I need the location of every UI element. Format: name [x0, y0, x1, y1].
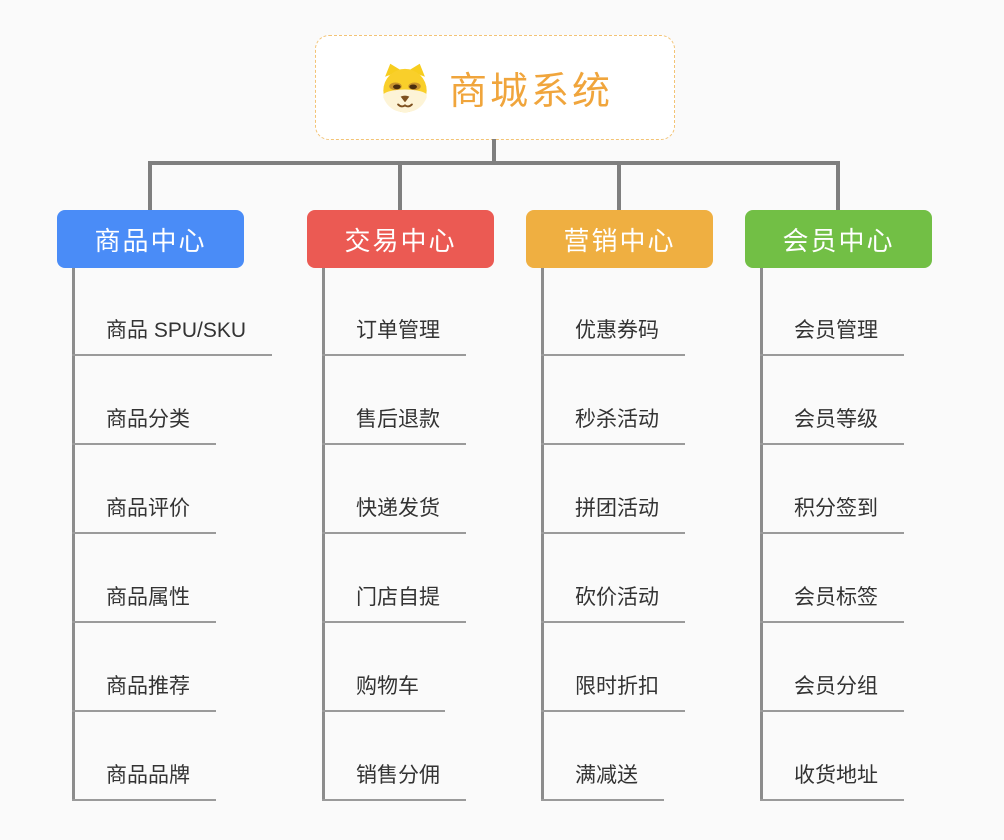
subtopic-node[interactable]: 售后退款: [322, 406, 466, 445]
branch-topic-node[interactable]: 会员中心: [745, 210, 932, 268]
root-connector-line: [492, 139, 496, 163]
dog-face-icon: [383, 63, 427, 112]
subtopic-node[interactable]: 积分签到: [760, 495, 904, 534]
subtopic-node[interactable]: 商品评价: [72, 495, 216, 534]
subtopic-node[interactable]: 商品推荐: [72, 673, 216, 712]
subtopic-node[interactable]: 收货地址: [760, 762, 904, 801]
branch-topic-node[interactable]: 商品中心: [57, 210, 244, 268]
subtopic-node[interactable]: 砍价活动: [541, 584, 685, 623]
subtopic-node[interactable]: 会员管理: [760, 317, 904, 356]
root-topic-title: 商城系统: [448, 71, 613, 113]
subtopic-node[interactable]: 订单管理: [322, 317, 466, 356]
branch-topic-node[interactable]: 营销中心: [526, 210, 713, 268]
subtopic-node[interactable]: 商品 SPU/SKU: [72, 317, 273, 356]
subtopic-node[interactable]: 商品分类: [72, 406, 216, 445]
branch-spine-line: [72, 268, 75, 800]
branch-spine-line: [541, 268, 544, 800]
branch-drop-line: [398, 161, 402, 211]
subtopic-node[interactable]: 会员等级: [760, 406, 904, 445]
root-topic-node[interactable]: 商城系统: [315, 35, 675, 140]
subtopic-node[interactable]: 会员标签: [760, 584, 904, 623]
branch-spine-line: [760, 268, 763, 800]
branch-topic-node[interactable]: 交易中心: [307, 210, 494, 268]
branch-drop-line: [148, 161, 152, 211]
subtopic-node[interactable]: 商品品牌: [72, 762, 216, 801]
branch-drop-line: [617, 161, 621, 211]
subtopic-node[interactable]: 商品属性: [72, 584, 216, 623]
subtopic-node[interactable]: 购物车: [322, 673, 445, 712]
branch-spine-line: [322, 268, 325, 800]
subtopic-node[interactable]: 会员分组: [760, 673, 904, 712]
subtopic-node[interactable]: 优惠券码: [541, 317, 685, 356]
subtopic-node[interactable]: 门店自提: [322, 584, 466, 623]
branch-drop-line: [836, 161, 840, 211]
branch-crossbar-line: [148, 161, 840, 165]
subtopic-node[interactable]: 销售分佣: [322, 762, 466, 801]
subtopic-node[interactable]: 满减送: [541, 762, 664, 801]
subtopic-node[interactable]: 秒杀活动: [541, 406, 685, 445]
subtopic-node[interactable]: 拼团活动: [541, 495, 685, 534]
subtopic-node[interactable]: 限时折扣: [541, 673, 685, 712]
subtopic-node[interactable]: 快递发货: [322, 495, 466, 534]
